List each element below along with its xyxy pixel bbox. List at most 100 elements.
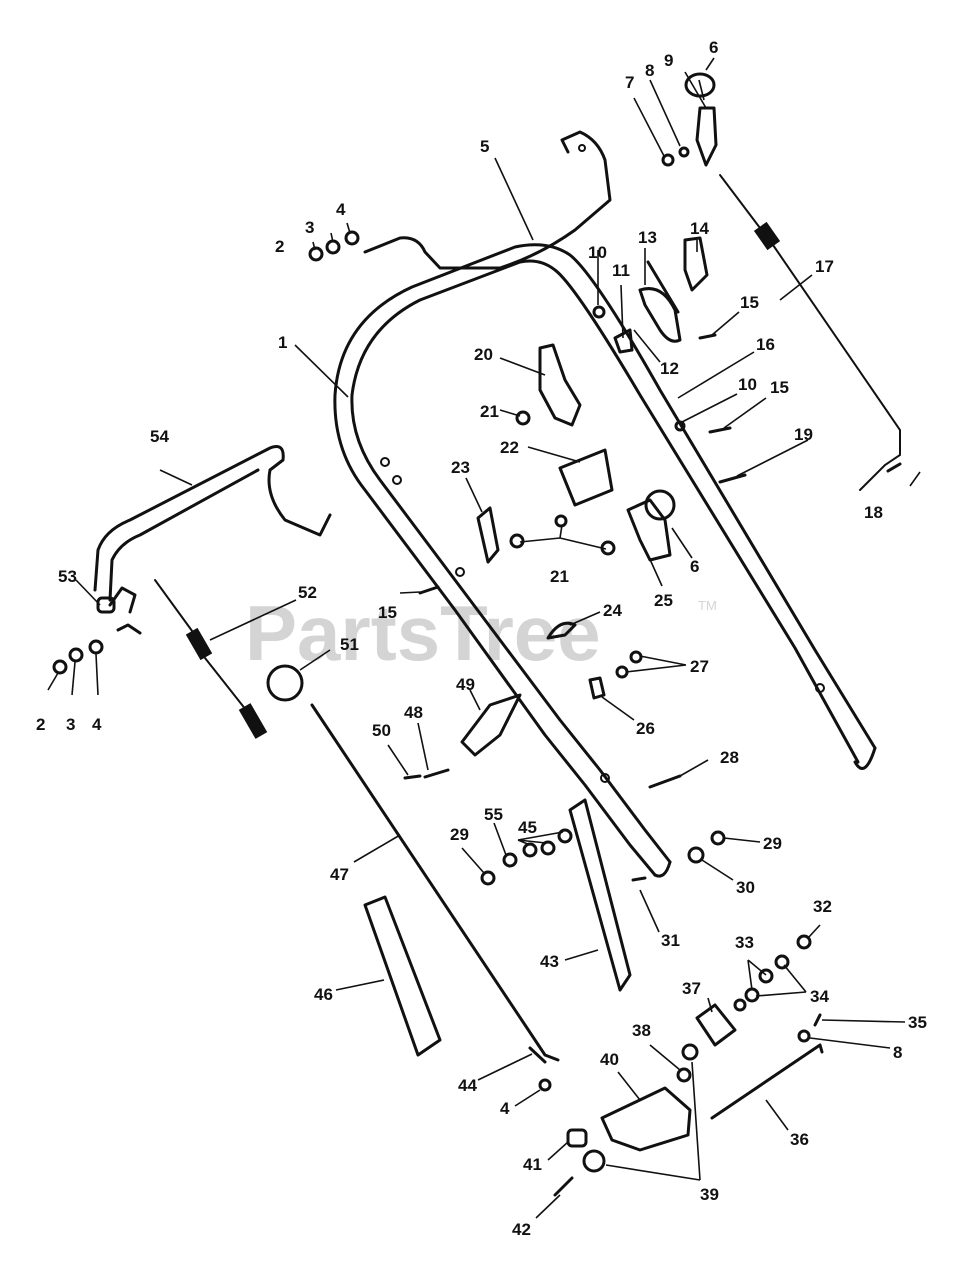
callout-52: 52 [298, 583, 317, 602]
part-21b-nut [509, 533, 525, 549]
callout-6: 6 [709, 38, 718, 57]
part-3b-washer [68, 647, 84, 663]
part-4-nut [344, 230, 360, 246]
part-5-control-bar [363, 130, 612, 270]
callout-34: 34 [810, 987, 829, 1006]
part-46-plate [363, 895, 442, 1057]
part-39-washer [681, 1043, 699, 1061]
part-35-pin [813, 1013, 822, 1027]
callout-22: 22 [500, 438, 519, 457]
callout-1: 1 [278, 333, 287, 352]
callout-7: 7 [625, 73, 634, 92]
part-17-cable [719, 174, 901, 491]
callout-2: 2 [275, 237, 284, 256]
part-47-rod [310, 703, 560, 1062]
callout-3: 3 [305, 218, 314, 237]
callout-26: 26 [636, 719, 655, 738]
callout-10b: 10 [738, 375, 757, 394]
callout-39: 39 [700, 1185, 719, 1204]
part-50-bolt [403, 774, 422, 780]
part-29b-nut [710, 830, 726, 846]
callout-27: 27 [690, 657, 709, 676]
callout-49: 49 [456, 675, 475, 694]
callout-51: 51 [340, 635, 359, 654]
callout-33: 33 [735, 933, 754, 952]
callout-17: 17 [815, 257, 834, 276]
part-33b-ring [744, 987, 760, 1003]
part-42-bolt [553, 1176, 574, 1197]
part-4c-nut [88, 639, 104, 655]
part-4b-nut [538, 1078, 552, 1092]
part-10-nut [592, 305, 606, 319]
part-52-cable [154, 579, 268, 739]
part-9-lever [695, 106, 718, 167]
callout-16: 16 [756, 335, 775, 354]
part-45c-washer [557, 828, 573, 844]
part-41-bushing [566, 1128, 588, 1148]
part-45b-washer [540, 840, 556, 856]
callout-54: 54 [150, 427, 169, 446]
callout-14: 14 [690, 219, 709, 238]
part-51-knob [266, 664, 304, 702]
part-54-lower-bar [93, 445, 332, 635]
part-20-bracket [538, 343, 582, 427]
part-10b-nut [674, 420, 686, 432]
callout-53: 53 [58, 567, 77, 586]
callout-28: 28 [720, 748, 739, 767]
part-15b-bolt [708, 426, 732, 434]
watermark-text: PartsTree [245, 589, 601, 677]
leader-lines [47, 57, 921, 1219]
callout-19: 19 [794, 425, 813, 444]
callout-21: 21 [480, 402, 499, 421]
callout-18: 18 [864, 503, 883, 522]
callout-9: 9 [664, 51, 673, 70]
callout-55: 55 [484, 805, 503, 824]
callout-15: 15 [740, 293, 759, 312]
callout-32: 32 [813, 897, 832, 916]
part-31-bolt [631, 876, 647, 882]
part-39b-washer [582, 1149, 606, 1173]
part-15c-bolt [418, 585, 440, 595]
callout-6b: 6 [690, 557, 699, 576]
part-29-nut [480, 870, 496, 886]
part-3-washer [325, 239, 341, 255]
callout-2b: 2 [36, 715, 45, 734]
part-21d-nut [554, 514, 568, 528]
callout-25: 25 [654, 591, 673, 610]
part-2-nut [308, 246, 324, 262]
callout-4: 4 [336, 200, 346, 219]
callout-12: 12 [660, 359, 679, 378]
part-7-nut [661, 153, 675, 167]
callout-44: 44 [458, 1076, 477, 1095]
part-38-nut [676, 1067, 692, 1083]
part-1-upper-handle [333, 243, 877, 878]
callout-10: 10 [588, 243, 607, 262]
callout-46: 46 [314, 985, 333, 1004]
callout-numbers: 1 2 2 3 3 4 4 4 5 6 6 7 8 8 9 10 10 11 1… [36, 38, 927, 1239]
part-18-pin [886, 462, 902, 473]
callout-37: 37 [682, 979, 701, 998]
callout-35: 35 [908, 1013, 927, 1032]
part-40-bracket [600, 1086, 692, 1152]
callout-31: 31 [661, 931, 680, 950]
part-34b-washer [733, 998, 747, 1012]
part-6b-knob [644, 489, 676, 521]
callout-20: 20 [474, 345, 493, 364]
callout-42: 42 [512, 1220, 531, 1239]
part-37-plate [695, 1003, 737, 1047]
part-24-clip [546, 621, 577, 640]
part-48-bolt [423, 768, 450, 779]
callout-24: 24 [603, 601, 622, 620]
part-53-bushing [96, 596, 116, 614]
callout-4c: 4 [500, 1099, 510, 1118]
callout-23: 23 [451, 458, 470, 477]
part-23-lever [476, 506, 500, 564]
part-27-nut [629, 650, 643, 664]
part-30-spacer [687, 846, 705, 864]
callout-29b: 29 [763, 834, 782, 853]
part-26-spacer [588, 676, 606, 700]
callout-11: 11 [612, 261, 630, 280]
part-19-bolt [718, 473, 747, 484]
